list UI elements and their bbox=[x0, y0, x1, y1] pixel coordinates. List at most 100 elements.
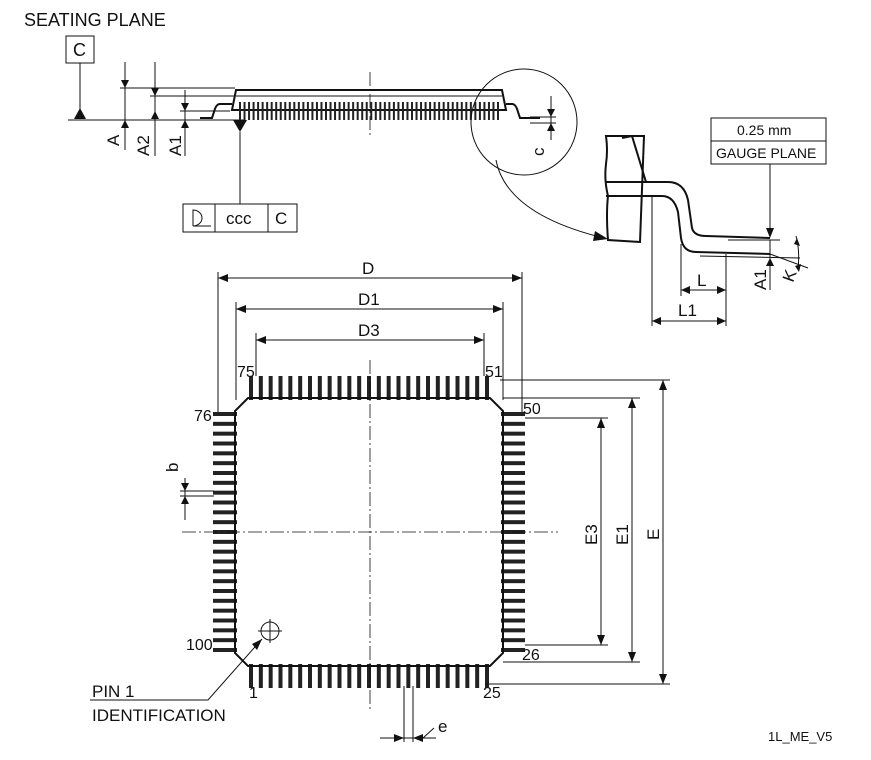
detail-l-arrow-right bbox=[717, 286, 726, 294]
pin-number-26: 26 bbox=[522, 647, 540, 664]
side-lead bbox=[302, 102, 305, 120]
side-lead bbox=[392, 102, 395, 120]
side-lead bbox=[315, 102, 318, 120]
side-lead bbox=[293, 102, 296, 120]
lead-bottom bbox=[337, 664, 342, 688]
detail-l1-arrow-right bbox=[717, 317, 726, 325]
lead-top bbox=[435, 376, 440, 400]
pin-number-100: 100 bbox=[186, 637, 213, 654]
pin-number-50: 50 bbox=[523, 401, 541, 418]
detail-k-arrow-bottom bbox=[795, 264, 801, 272]
side-lead-left bbox=[200, 103, 232, 119]
dim-a2-arrow-top bbox=[151, 88, 159, 96]
pin-number-75: 75 bbox=[237, 364, 255, 381]
side-lead bbox=[469, 102, 472, 120]
detail-k-leg bbox=[769, 253, 809, 269]
side-lead bbox=[433, 102, 436, 120]
pin-number-25: 25 bbox=[483, 685, 501, 702]
lead-bottom bbox=[416, 664, 421, 688]
side-lead bbox=[356, 102, 359, 120]
side-lead bbox=[257, 102, 260, 120]
dim-d3-arrow-right bbox=[474, 336, 484, 344]
dim-e-arrow-top bbox=[659, 380, 667, 390]
lead-top bbox=[249, 376, 253, 400]
lead-left bbox=[213, 539, 237, 544]
side-lead bbox=[424, 102, 427, 120]
lead-left bbox=[213, 431, 237, 436]
dim-a2-arrow-bottom bbox=[151, 111, 159, 119]
detail-circle bbox=[470, 68, 578, 176]
lead-top bbox=[406, 376, 411, 400]
dim-b-label: b bbox=[163, 463, 182, 472]
lead-bottom bbox=[268, 664, 273, 688]
side-lead-array bbox=[239, 102, 499, 120]
lead-top bbox=[288, 376, 293, 400]
lead-bottom bbox=[465, 664, 470, 688]
lead-top bbox=[376, 376, 381, 400]
side-lead bbox=[442, 102, 445, 120]
side-lead bbox=[492, 102, 495, 120]
dim-e3-arrow-top bbox=[597, 418, 605, 428]
side-lead bbox=[487, 102, 490, 120]
lead-bottom bbox=[485, 664, 489, 688]
lead-row-right bbox=[501, 412, 525, 652]
lead-bottom bbox=[455, 664, 460, 688]
lead-row-top bbox=[249, 376, 489, 400]
side-lead bbox=[365, 102, 368, 120]
lead-right bbox=[501, 461, 525, 466]
dim-c-label: c bbox=[529, 147, 548, 156]
gauge-plane-label: GAUGE PLANE bbox=[716, 145, 816, 161]
side-lead bbox=[297, 102, 300, 120]
side-lead-right bbox=[506, 103, 540, 119]
lead-top bbox=[268, 376, 273, 400]
lead-bottom bbox=[396, 664, 401, 688]
side-lead bbox=[456, 102, 459, 120]
lead-top bbox=[367, 376, 371, 400]
gauge-value-label: 0.25 mm bbox=[737, 122, 791, 138]
detail-a1-arrow bbox=[766, 258, 774, 266]
detail-body-section bbox=[604, 135, 646, 244]
lead-top bbox=[298, 376, 303, 400]
lead-right bbox=[501, 520, 525, 525]
lead-left bbox=[213, 648, 237, 652]
lead-left bbox=[213, 451, 237, 456]
side-lead bbox=[248, 102, 251, 120]
dim-a1-arrow-bottom bbox=[181, 120, 189, 128]
lead-right bbox=[501, 471, 525, 475]
flatness-frame bbox=[182, 203, 298, 233]
side-lead bbox=[347, 102, 350, 120]
dim-d1-arrow-right bbox=[493, 305, 503, 313]
dim-c-arrow-top bbox=[547, 109, 555, 117]
detail-body-edge bbox=[621, 134, 647, 183]
lead-bottom bbox=[435, 664, 440, 688]
dim-d1-label: D1 bbox=[358, 290, 380, 309]
lead-top bbox=[396, 376, 401, 400]
dim-a-label: A bbox=[104, 134, 123, 146]
lead-right bbox=[501, 480, 525, 485]
drawing-code: 1L_ME_V5 bbox=[768, 729, 832, 744]
dim-b-arrow-top bbox=[181, 483, 189, 491]
dim-a-arrow-bottom bbox=[121, 120, 129, 128]
lead-bottom bbox=[386, 664, 391, 688]
side-lead bbox=[465, 102, 468, 120]
dim-d1-arrow-left bbox=[236, 305, 246, 313]
lead-left bbox=[213, 441, 237, 446]
dim-d3-label: D3 bbox=[358, 321, 380, 340]
side-lead bbox=[320, 102, 323, 120]
lead-left bbox=[213, 549, 237, 554]
dim-e1-arrow-top bbox=[628, 398, 636, 408]
side-lead bbox=[352, 102, 355, 120]
lead-left bbox=[213, 598, 237, 603]
pin-number-76: 76 bbox=[194, 408, 212, 425]
lead-left bbox=[213, 618, 237, 623]
side-lead bbox=[284, 102, 287, 120]
flatness-datum-label: C bbox=[275, 209, 287, 228]
pin1-leader bbox=[90, 638, 263, 701]
lead-bottom bbox=[376, 664, 381, 688]
lead-left bbox=[213, 490, 237, 495]
lead-left bbox=[213, 500, 237, 505]
lead-bottom-profile bbox=[606, 195, 771, 255]
dim-e3-arrow-bottom bbox=[597, 635, 605, 645]
lead-bottom bbox=[445, 664, 450, 688]
side-lead bbox=[379, 102, 382, 120]
